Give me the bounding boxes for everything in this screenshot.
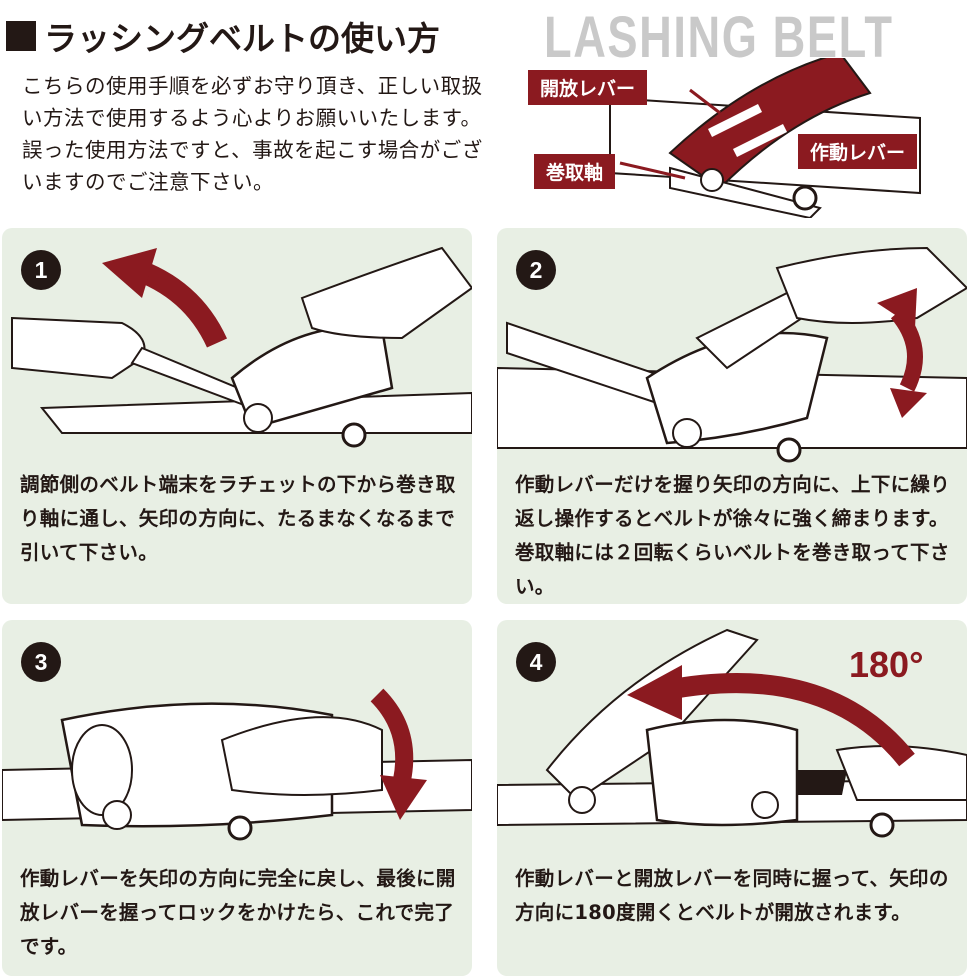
header: LASHING BELT ラッシングベルトの使い方	[6, 5, 966, 70]
intro-paragraph: こちらの使用手順を必ずお守り頂き、正しい取扱い方法で使用するよう心よりお願いいた…	[22, 74, 483, 194]
step-3-panel: 3 作動レバーを矢印の方向に完全に戻し、最後に開放レバーを握ってロックをかけたら…	[2, 620, 472, 976]
angle-label: 180°	[849, 644, 924, 685]
ratchet-diagram-illustration	[609, 51, 921, 220]
step-4-illustration	[497, 628, 967, 838]
step-2-illustration	[497, 246, 967, 463]
label-release-lever: 開放レバー	[528, 70, 648, 105]
title-square-icon	[6, 21, 36, 51]
step-2-panel: 2 作動レバーだけを握り矢印の方向に、上下に繰り返し操作するとベルトが徐々に強く…	[497, 228, 967, 604]
step-1-illustration	[11, 246, 472, 448]
step-3-number: 3	[21, 642, 61, 682]
step-3-text: 作動レバーを矢印の方向に完全に戻し、最後に開放レバーを握ってロックをかけたら、こ…	[20, 867, 456, 958]
step-1-panel: 1 調節側のベルト端末をラチェットの下から巻き取り軸に通し、矢印の方向に、たるま…	[2, 228, 472, 604]
step-3-illustration	[2, 688, 472, 841]
ratchet-diagram: 開放レバー 巻取軸 作動レバー	[520, 51, 960, 220]
step-4-panel: 4 180° 作動レバーと開放レバーを同時に握って、矢印の方向に180度開くとベ…	[497, 620, 967, 976]
label-operating-lever: 作動レバー	[798, 134, 918, 169]
step-1-text: 調節側のベルト端末をラチェットの下から巻き取り軸に通し、矢印の方向に、たるまなく…	[20, 473, 456, 564]
step-1-number: 1	[21, 250, 61, 290]
label-winding-axis: 巻取軸	[534, 154, 616, 189]
page-title-text: ラッシングベルトの使い方	[44, 19, 440, 58]
step-4-number: 4	[516, 642, 556, 682]
step-2-number: 2	[516, 250, 556, 290]
step-2-text: 作動レバーだけを握り矢印の方向に、上下に繰り返し操作するとベルトが徐々に強く締ま…	[515, 473, 951, 598]
step-4-text: 作動レバーと開放レバーを同時に握って、矢印の方向に180度開くとベルトが開放され…	[515, 867, 949, 924]
page-title: ラッシングベルトの使い方	[6, 12, 440, 60]
